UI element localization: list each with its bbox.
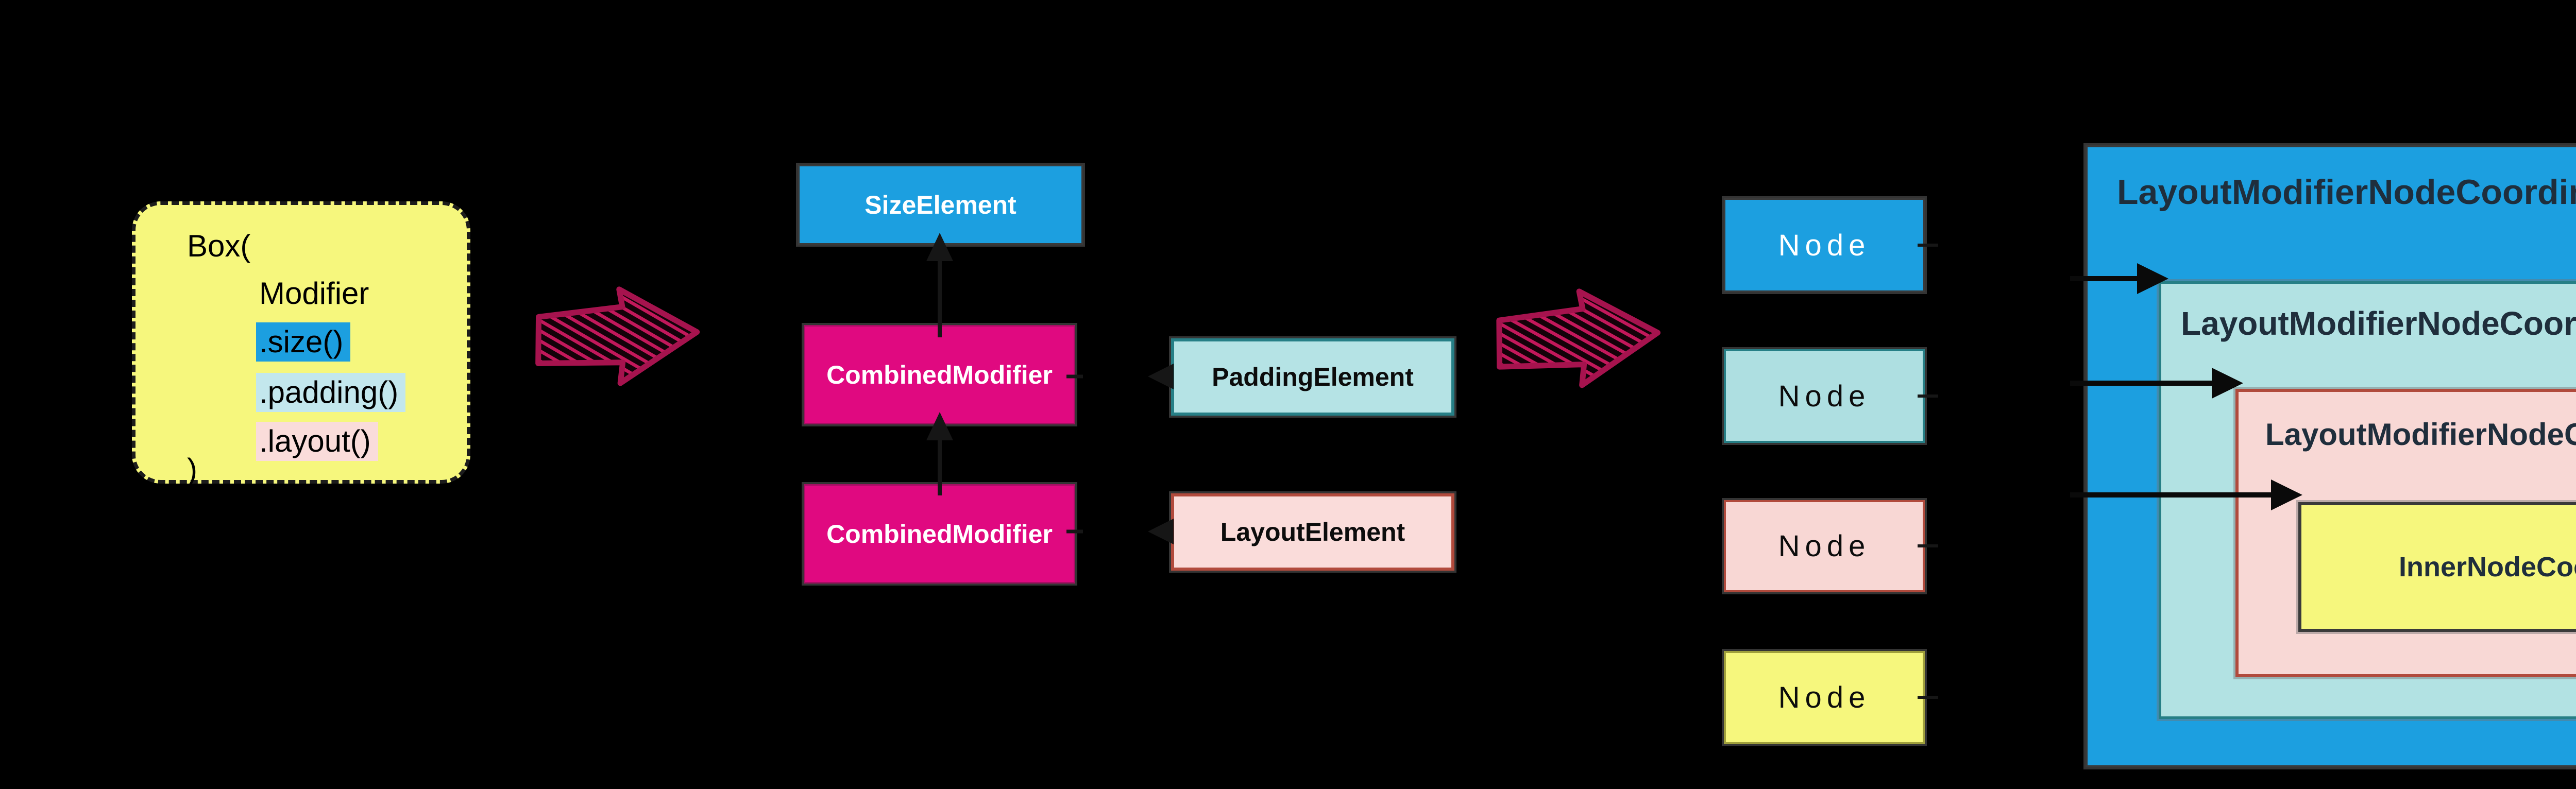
node-box: Node (1722, 498, 1927, 594)
combined-modifier-top-label: CombinedModifier (826, 360, 1053, 389)
combined-modifier-top-box: CombinedModifier (802, 323, 1077, 426)
code-line-modifier: Modifier (259, 276, 369, 311)
coordinator-outer-box: LayoutModifierNodeCoordinator LayoutModi… (2083, 143, 2576, 769)
code-line-size: .size() (256, 322, 351, 362)
code-line-box-close: ) (187, 452, 197, 487)
node-label: Node (1778, 529, 1871, 563)
node-label: Node (1778, 228, 1871, 262)
padding-element-box: PaddingElement (1169, 336, 1456, 418)
padding-element-label: PaddingElement (1212, 363, 1414, 391)
node-box: Node (1722, 347, 1927, 445)
node-box: Node (1722, 196, 1927, 294)
inner-node-coordinator-title: InnerNodeCoordinator (2399, 552, 2576, 582)
code-line-padding: .padding() (256, 373, 406, 412)
inner-node-coordinator-box: InnerNodeCoordinator (2296, 500, 2576, 634)
layout-element-box: LayoutElement (1169, 491, 1456, 573)
coordinator-inner-title: LayoutModifierNodeCoordinator (2265, 417, 2576, 452)
node-box: Node (1722, 649, 1927, 746)
size-element-label: SizeElement (865, 190, 1016, 219)
node-label: Node (1778, 379, 1871, 413)
code-box: Box( Modifier .size() .padding() .layout… (132, 201, 470, 487)
combined-modifier-bottom-box: CombinedModifier (802, 482, 1077, 586)
code-line-layout: .layout() (256, 422, 378, 461)
coordinator-outer-title: LayoutModifierNodeCoordinator (2117, 173, 2576, 212)
layout-element-label: LayoutElement (1220, 518, 1405, 546)
node-label: Node (1778, 681, 1871, 714)
coordinator-middle-box: LayoutModifierNodeCoordinator LayoutModi… (2157, 279, 2576, 721)
code-line-box-open: Box( (187, 229, 251, 263)
combined-modifier-bottom-label: CombinedModifier (826, 519, 1053, 548)
arrow-right-sketch-icon (1496, 288, 1661, 388)
coordinator-middle-title: LayoutModifierNodeCoordinator (2181, 305, 2576, 342)
arrow-right-sketch-icon (535, 286, 700, 386)
size-element-box: SizeElement (796, 163, 1085, 247)
coordinator-inner-box: LayoutModifierNodeCoordinator InnerNodeC… (2233, 387, 2576, 679)
